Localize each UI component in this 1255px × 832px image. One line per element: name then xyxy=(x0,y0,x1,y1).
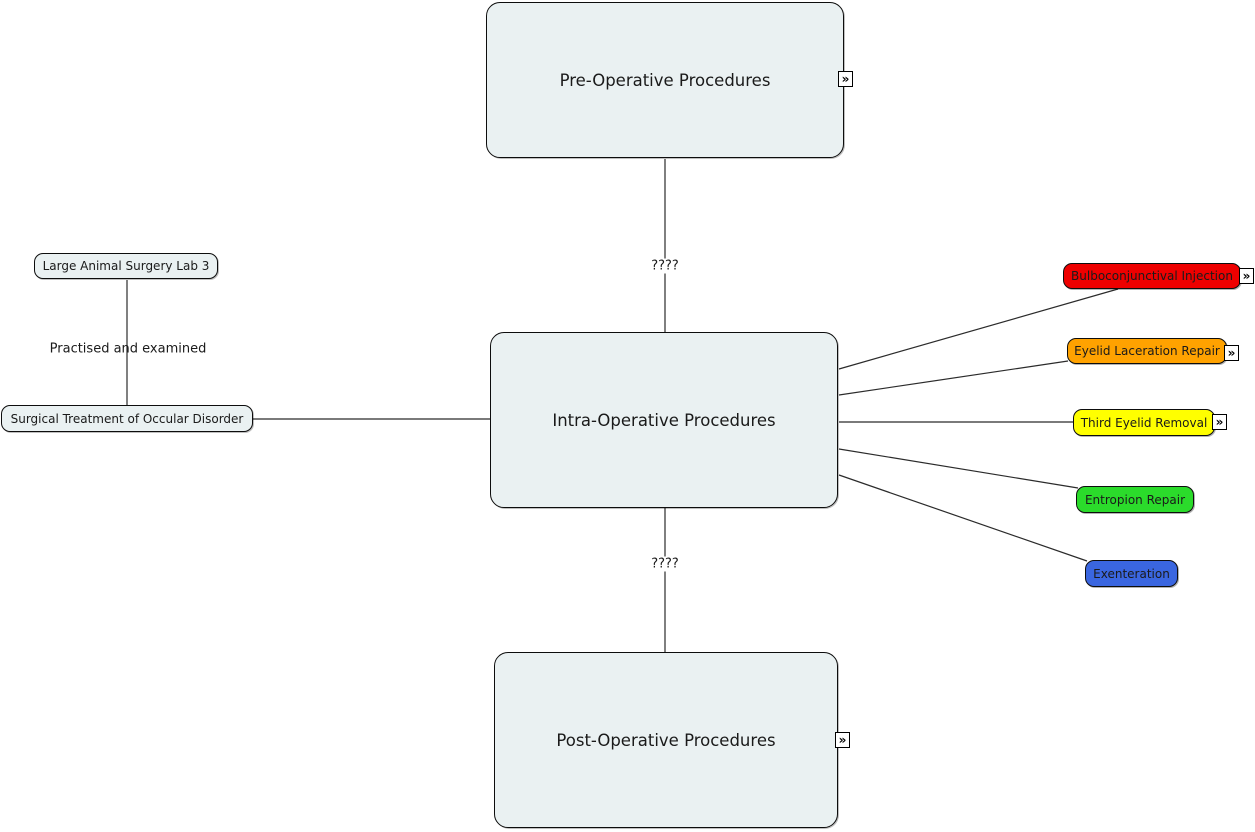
node-entropion-repair[interactable]: Entropion Repair xyxy=(1076,486,1194,513)
resource-link-icon[interactable]: » xyxy=(1239,268,1254,284)
resource-link-icon[interactable]: » xyxy=(838,71,853,87)
connector-intra-to-eyelid xyxy=(838,360,1069,396)
node-third-eyelid-removal[interactable]: Third Eyelid Removal xyxy=(1073,409,1215,436)
node-label: Entropion Repair xyxy=(1084,492,1186,507)
node-bulboconjunctival-injection[interactable]: Bulboconjunctival Injection xyxy=(1063,263,1241,289)
node-label: Bulboconjunctival Injection xyxy=(1071,269,1233,283)
node-pre-operative-procedures[interactable]: Pre-Operative Procedures xyxy=(486,2,844,158)
node-label: Pre-Operative Procedures xyxy=(559,70,771,90)
connector-intra-to-entropion xyxy=(838,448,1079,489)
resource-link-icon[interactable]: » xyxy=(835,732,850,748)
node-surgical-treatment-of-occular-disorder[interactable]: Surgical Treatment of Occular Disorder xyxy=(1,405,253,432)
linking-phrase-practised-and-examined[interactable]: Practised and examined xyxy=(49,341,207,357)
node-label: Eyelid Laceration Repair xyxy=(1074,344,1220,358)
connector-intra-to-exenteration xyxy=(838,474,1088,562)
resource-link-icon[interactable]: » xyxy=(1224,345,1239,361)
node-exenteration[interactable]: Exenteration xyxy=(1085,560,1178,587)
resource-link-icon[interactable]: » xyxy=(1212,414,1227,430)
node-label: Surgical Treatment of Occular Disorder xyxy=(10,411,244,426)
node-intra-operative-procedures[interactable]: Intra-Operative Procedures xyxy=(490,332,838,508)
node-label: Exenteration xyxy=(1093,566,1170,581)
node-label: Third Eyelid Removal xyxy=(1080,415,1208,430)
linking-phrase-intra-to-post[interactable]: ???? xyxy=(649,556,681,572)
node-post-operative-procedures[interactable]: Post-Operative Procedures xyxy=(494,652,838,828)
node-eyelid-laceration-repair[interactable]: Eyelid Laceration Repair xyxy=(1067,338,1227,364)
node-large-animal-surgery-lab-3[interactable]: Large Animal Surgery Lab 3 xyxy=(34,253,218,279)
linking-phrase-pre-to-intra[interactable]: ???? xyxy=(649,258,681,274)
node-label: Large Animal Surgery Lab 3 xyxy=(42,259,210,273)
node-label: Intra-Operative Procedures xyxy=(552,410,776,430)
connector-intra-to-bulbo xyxy=(838,288,1119,370)
node-label: Post-Operative Procedures xyxy=(556,730,776,750)
